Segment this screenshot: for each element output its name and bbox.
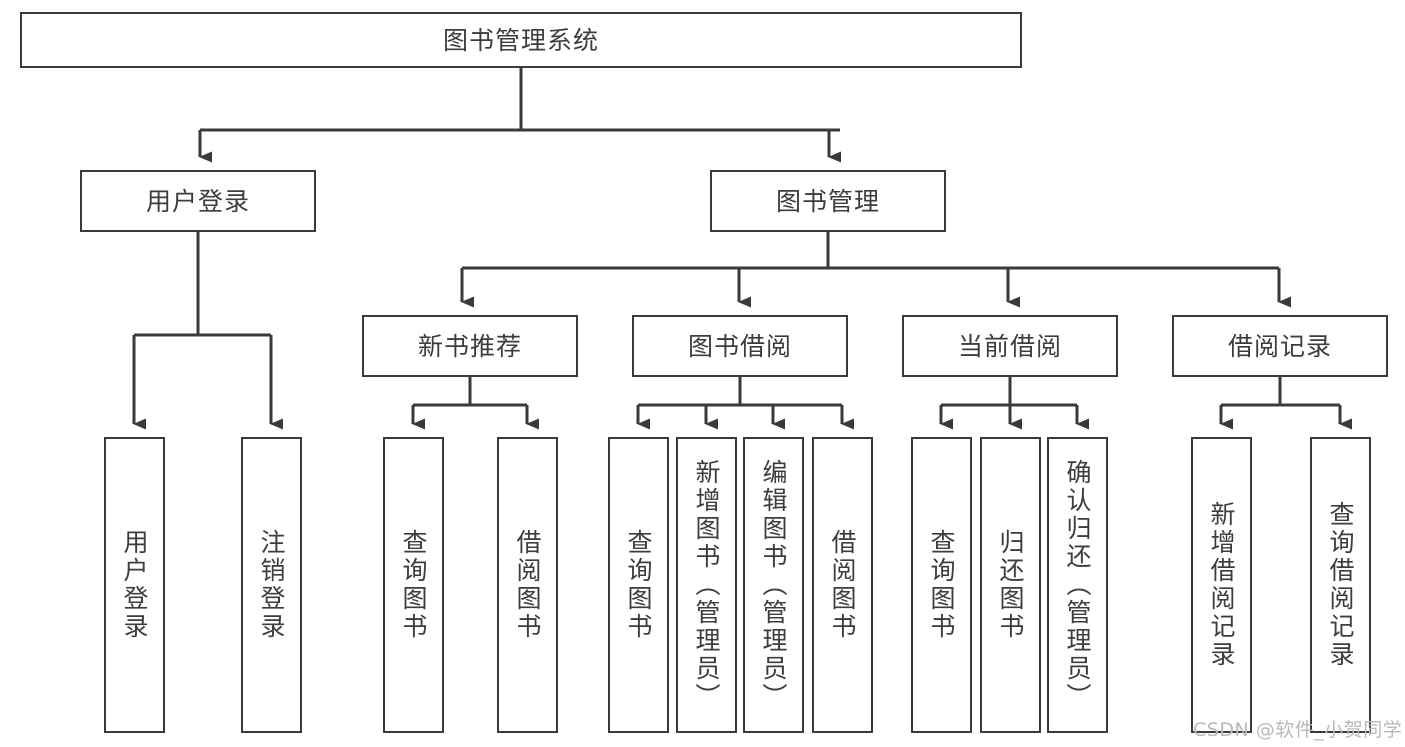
node-leaf-logout[interactable]: 注销登录: [241, 437, 302, 733]
node-leaf-query-book-2-label: 查询图书: [624, 529, 653, 641]
csdn-watermark: CSDN @软件_小贺同学: [1193, 719, 1403, 741]
node-root-label: 图书管理系统: [442, 25, 599, 55]
node-book-borrow[interactable]: 图书借阅: [632, 315, 848, 377]
node-leaf-user-login[interactable]: 用户登录: [104, 437, 165, 733]
node-leaf-add-record[interactable]: 新增借阅记录: [1191, 437, 1252, 733]
node-new-book-recommend[interactable]: 新书推荐: [362, 315, 578, 377]
node-leaf-borrow-book-2[interactable]: 借阅图书: [812, 437, 873, 733]
node-book-borrow-label: 图书借阅: [687, 331, 792, 361]
node-leaf-borrow-book-1[interactable]: 借阅图书: [497, 437, 558, 733]
node-leaf-return-book-label: 归还图书: [996, 529, 1025, 641]
node-leaf-edit-book[interactable]: 编辑图书（管理员）: [743, 437, 804, 733]
node-new-book-recommend-label: 新书推荐: [417, 331, 522, 361]
node-user-login[interactable]: 用户登录: [80, 170, 316, 232]
node-leaf-query-book-2[interactable]: 查询图书: [608, 437, 669, 733]
node-leaf-query-book-3-label: 查询图书: [927, 529, 956, 641]
node-borrow-record[interactable]: 借阅记录: [1172, 315, 1388, 377]
node-root[interactable]: 图书管理系统: [20, 12, 1022, 68]
node-leaf-add-book-label: 新增图书（管理员）: [692, 459, 721, 711]
node-leaf-query-book-3[interactable]: 查询图书: [911, 437, 972, 733]
node-leaf-query-book-1[interactable]: 查询图书: [383, 437, 444, 733]
node-current-borrow-label: 当前借阅: [957, 331, 1062, 361]
node-leaf-query-record-label: 查询借阅记录: [1326, 501, 1355, 669]
node-leaf-query-record[interactable]: 查询借阅记录: [1310, 437, 1371, 733]
node-leaf-confirm-return-label: 确认归还（管理员）: [1063, 459, 1092, 711]
node-leaf-borrow-book-1-label: 借阅图书: [513, 529, 542, 641]
node-book-manage-label: 图书管理: [775, 186, 880, 216]
node-leaf-query-book-1-label: 查询图书: [399, 529, 428, 641]
node-leaf-add-book[interactable]: 新增图书（管理员）: [676, 437, 737, 733]
node-book-manage[interactable]: 图书管理: [710, 170, 946, 232]
node-leaf-user-login-label: 用户登录: [120, 529, 149, 641]
node-current-borrow[interactable]: 当前借阅: [902, 315, 1118, 377]
node-user-login-label: 用户登录: [145, 186, 250, 216]
node-leaf-return-book[interactable]: 归还图书: [980, 437, 1041, 733]
node-leaf-edit-book-label: 编辑图书（管理员）: [759, 459, 788, 711]
node-leaf-logout-label: 注销登录: [257, 529, 286, 641]
node-leaf-borrow-book-2-label: 借阅图书: [828, 529, 857, 641]
node-borrow-record-label: 借阅记录: [1227, 331, 1332, 361]
node-leaf-add-record-label: 新增借阅记录: [1207, 501, 1236, 669]
node-leaf-confirm-return[interactable]: 确认归还（管理员）: [1047, 437, 1108, 733]
